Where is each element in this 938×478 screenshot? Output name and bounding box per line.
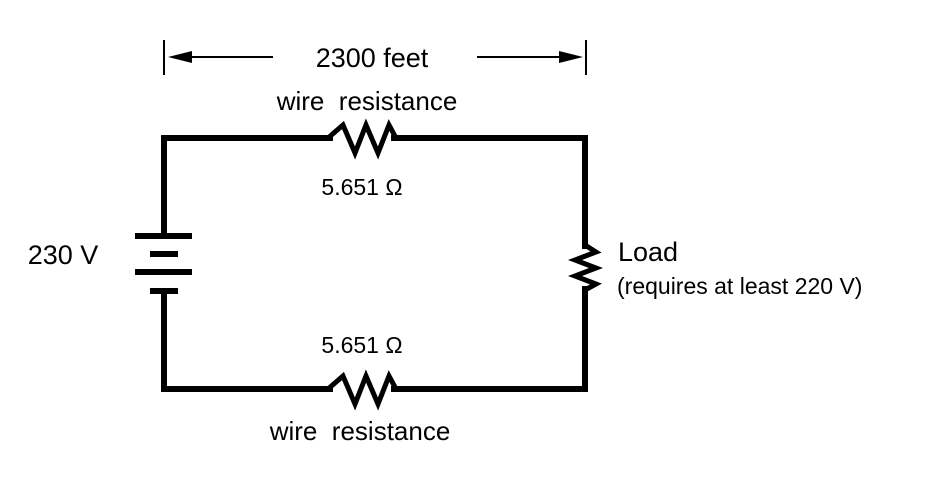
bottom-wire-resistance-label: wire resistance bbox=[269, 416, 451, 446]
top-wire-resistance-label: wire resistance bbox=[276, 86, 458, 116]
distance-label: 2300 feet bbox=[316, 43, 429, 73]
battery-icon bbox=[135, 135, 192, 392]
bottom-wire: 5.651 Ω wire resistance bbox=[161, 285, 588, 446]
top-wire-right-segment bbox=[391, 135, 588, 249]
load: Load (requires at least 220 V) bbox=[567, 135, 862, 392]
top-wire: wire resistance 5.651 Ω bbox=[161, 86, 588, 295]
load-label: Load bbox=[618, 237, 678, 267]
bottom-wire-left-segment bbox=[161, 289, 333, 392]
distance-dimension: 2300 feet bbox=[163, 40, 587, 75]
arrow-right-icon bbox=[559, 51, 583, 63]
bottom-wire-resistor-icon bbox=[326, 369, 399, 411]
arrow-left-icon bbox=[168, 51, 192, 63]
bottom-wire-resistance-value: 5.651 Ω bbox=[321, 332, 402, 358]
load-requirement-note: (requires at least 220 V) bbox=[617, 273, 862, 299]
top-wire-left-segment bbox=[161, 135, 333, 295]
source-voltage-label: 230 V bbox=[28, 240, 99, 270]
top-wire-resistance-value: 5.651 Ω bbox=[321, 174, 402, 200]
top-wire-resistor-icon bbox=[326, 118, 399, 160]
bottom-wire-right-segment bbox=[391, 285, 588, 392]
load-resistor-icon bbox=[567, 242, 604, 293]
